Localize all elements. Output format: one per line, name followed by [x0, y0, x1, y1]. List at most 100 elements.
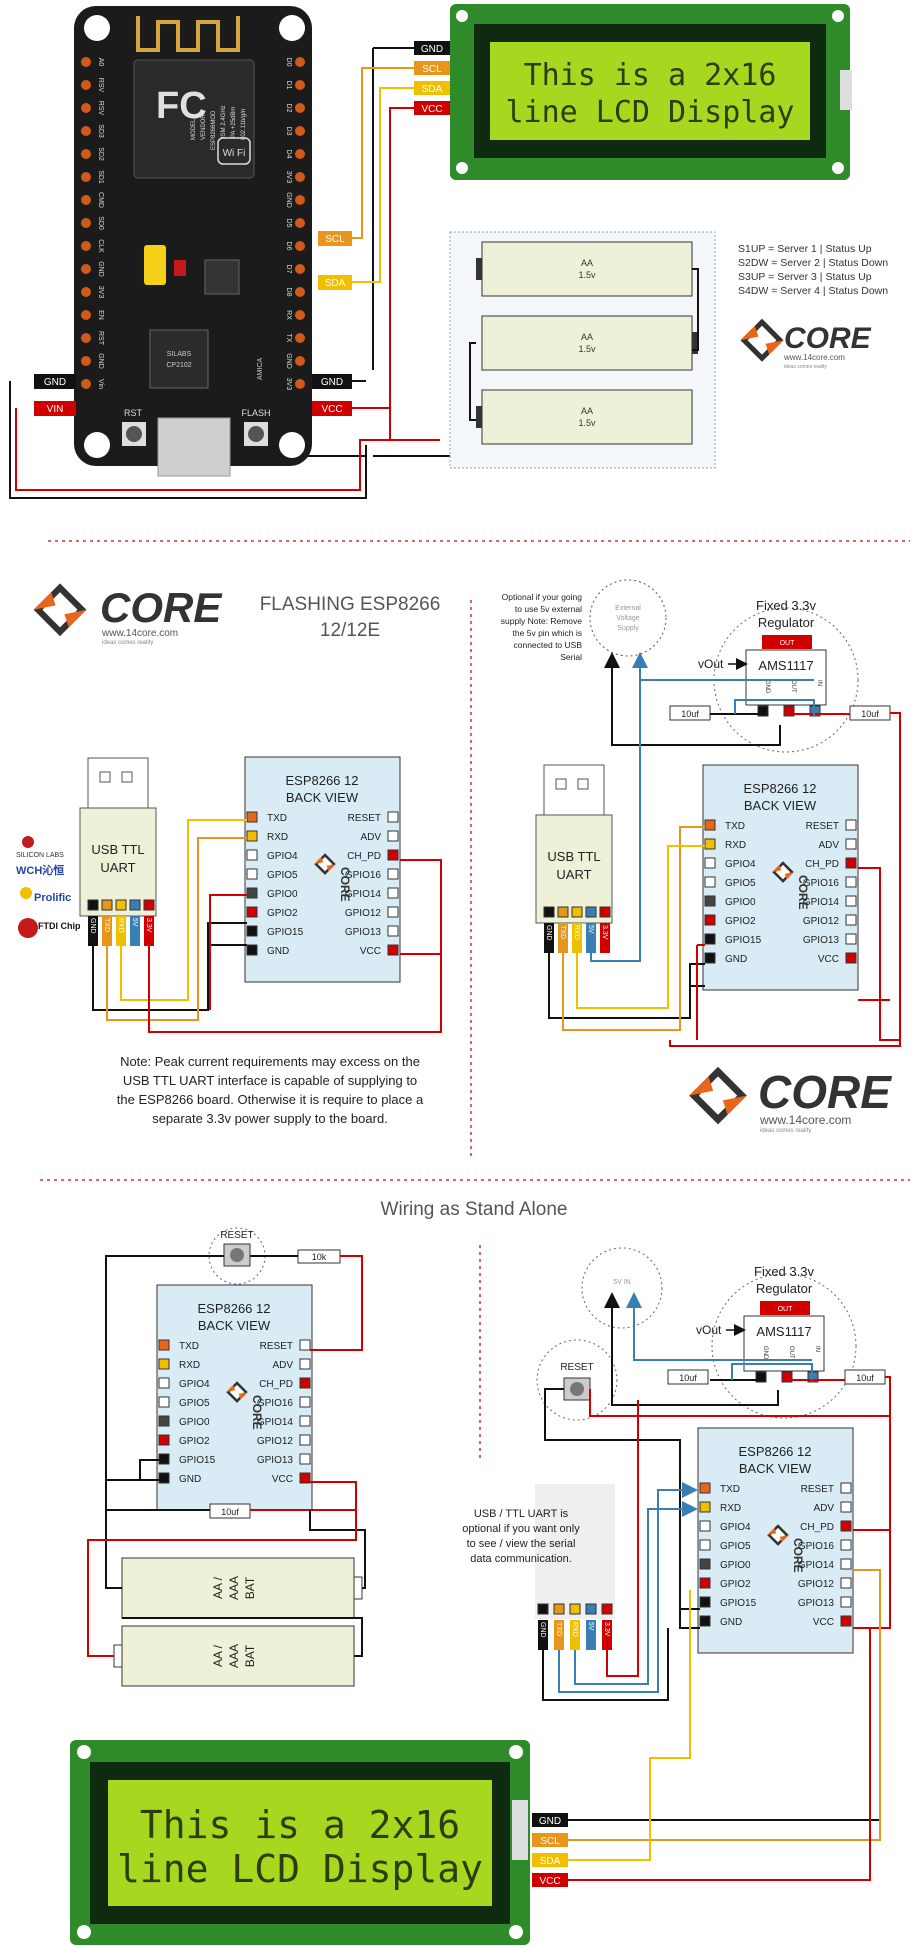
regulator-circle	[711, 1273, 857, 1419]
lcd-top: This is a 2x16 line LCD Display	[450, 4, 852, 180]
board-pin-label: RST	[97, 331, 104, 346]
esp-pin-label: GND	[179, 1474, 201, 1485]
battery-voltage: 1.5v	[578, 344, 596, 354]
esp-pin	[158, 1453, 170, 1465]
usb-pin	[115, 899, 127, 911]
usb-slot	[121, 771, 133, 783]
board-pin-label: D4	[285, 150, 292, 159]
esp-pin	[158, 1339, 170, 1351]
board-pin	[295, 57, 305, 67]
board-model: MODEL	[191, 118, 197, 140]
usb-pin-label: GND	[89, 918, 96, 934]
esp-pin-label: GPIO15	[179, 1455, 216, 1466]
usb-pin	[585, 1603, 597, 1615]
esp-pin-label: RXD	[267, 832, 288, 843]
usb-pin-label: TXD	[103, 918, 110, 932]
tag-gnd-lcd: GND	[421, 44, 443, 55]
wire	[120, 819, 247, 1001]
usb-plug	[87, 757, 149, 809]
esp-pin-label: GPIO16	[345, 870, 382, 881]
esp-pin-label: GPIO15	[267, 927, 304, 938]
lcd-bottom: This is a 2x16 line LCD Display	[70, 1740, 530, 1945]
wire	[548, 953, 705, 1019]
regulator-title-1: Fixed 3.3v	[754, 1264, 814, 1279]
flash-note-3: the ESP8266 board. Otherwise it is requi…	[117, 1092, 424, 1107]
esp-logo-word: CORE	[791, 1538, 805, 1573]
esp-pin-label: GPIO0	[725, 897, 756, 908]
wire	[207, 922, 247, 945]
battery-label: AA	[581, 258, 593, 268]
usb-pin	[87, 899, 99, 911]
esp-pin	[840, 1558, 852, 1570]
usb-pin	[553, 1603, 565, 1615]
wire	[542, 1628, 669, 1701]
esp-title: ESP8266 12	[285, 773, 358, 788]
esp-pin-label: GPIO4	[725, 859, 756, 870]
lcd-bottom-tag-label: GND	[539, 1816, 561, 1827]
esp-pin-label: VCC	[818, 954, 839, 965]
esp-pin-label: GPIO5	[720, 1541, 751, 1552]
esp-pin	[246, 887, 258, 899]
battery	[481, 389, 693, 445]
svg-text:SILABS: SILABS	[167, 351, 192, 358]
usb-pin-tag	[538, 1620, 548, 1650]
lcd-top-line-2: line LCD Display	[506, 95, 795, 130]
flash-note-1: Note: Peak current requirements may exce…	[120, 1054, 420, 1069]
logo-word: CORE	[784, 322, 872, 355]
supply-5v-label: 5V IN	[613, 1279, 631, 1286]
logo-flash-url: www.14core.com	[101, 628, 178, 639]
board-pin-label: GND	[285, 192, 292, 208]
board-pin	[81, 264, 91, 274]
regulator-out-label: OUT	[780, 640, 796, 647]
server-status-4: S4DW = Server 4 | Status Down	[738, 285, 888, 297]
esp-pin	[299, 1396, 311, 1408]
battery-link	[692, 268, 699, 351]
usb-note-box	[535, 1484, 615, 1619]
esp-pin-label: GPIO15	[725, 935, 762, 946]
board-pin-label: TX	[285, 334, 292, 343]
usb-label-2: UART	[100, 860, 135, 875]
esp-pin	[387, 849, 399, 861]
lcd-bottom-line-2: line LCD Display	[117, 1847, 483, 1891]
usb-note-line: optional if you want only	[462, 1523, 580, 1535]
board-brand: AMICA	[257, 358, 264, 381]
esp-pin-label: GPIO2	[725, 916, 756, 927]
board-pin	[295, 310, 305, 320]
esp-pin	[299, 1472, 311, 1484]
wifi-logo: Wi Fi	[223, 148, 246, 159]
board-pin-label: RSV	[97, 101, 104, 116]
regulator-pin-label: IN	[816, 680, 822, 686]
esp-pin-label: GPIO14	[345, 889, 382, 900]
esp-pin	[704, 952, 716, 964]
esp-pin	[246, 925, 258, 937]
regulator-title-2: Regulator	[758, 615, 815, 630]
section-1: FC Wi Fi VENDOR ESP8266MOD ISM 2.4GHz PA…	[9, 4, 888, 499]
wire	[633, 1340, 812, 1361]
esp-pin	[704, 895, 716, 907]
esp-pin-label: CH_PD	[259, 1379, 293, 1390]
lcd-bottom-tag-label: VCC	[539, 1876, 560, 1887]
esp-pin	[704, 819, 716, 831]
esp-pin-label: RESET	[260, 1341, 293, 1352]
usb-pin-label: RXD	[573, 925, 580, 940]
esp-pin	[704, 933, 716, 945]
tag-gnd-right: GND	[321, 377, 343, 388]
wire	[562, 826, 705, 1031]
board-pin	[81, 287, 91, 297]
vendor-prolific: Prolific	[34, 892, 71, 904]
logo-right-word: CORE	[758, 1066, 892, 1118]
usb-pin	[101, 899, 113, 911]
wire	[105, 1510, 122, 1589]
esp-pin-label: GPIO13	[345, 927, 382, 938]
usb-pin	[601, 1603, 613, 1615]
flash-title-2: 12/12E	[320, 620, 380, 641]
flash-note-2: USB TTL UART interface is capable of sup…	[123, 1073, 417, 1088]
esp-logo-word: CORE	[796, 875, 810, 910]
esp-pin-label: GPIO14	[798, 1560, 835, 1571]
svg-text:FC: FC	[156, 85, 207, 127]
battery-terminal	[113, 1644, 123, 1668]
board-pin	[295, 356, 305, 366]
board-pin	[81, 126, 91, 136]
wire	[731, 1363, 813, 1380]
esp-pin	[840, 1520, 852, 1532]
